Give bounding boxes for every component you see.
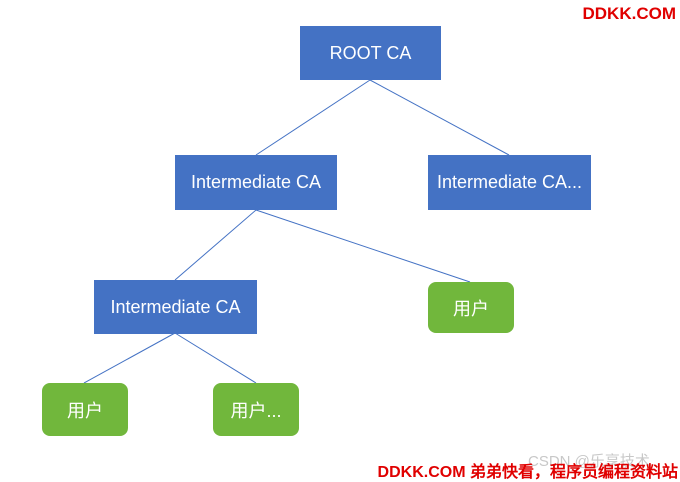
link-intermediate-1-to-intermediate-3 [174,209,257,281]
link-intermediate-3-to-user-3 [174,332,257,384]
site-watermark-bottom: DDKK.COM 弟弟快看，程序员编程资料站 [377,464,678,481]
user-node-bottom-middle: 用户... [213,383,299,436]
csdn-watermark: CSDN @乐享技术 [528,453,650,470]
link-root-to-intermediate-2 [369,79,510,156]
intermediate-ca-node-lower: Intermediate CA [94,280,257,334]
site-watermark-top: DDKK.COM [582,4,677,23]
root-ca-node: ROOT CA [300,26,441,80]
intermediate-ca-node-right: Intermediate CA... [428,155,591,210]
intermediate-ca-node-left: Intermediate CA [175,155,337,210]
link-intermediate-3-to-user-2 [83,332,176,384]
link-root-to-intermediate-1 [255,79,371,156]
link-intermediate-1-to-user-1 [255,209,471,283]
user-node-bottom-left: 用户 [42,383,128,436]
user-node-right: 用户 [428,282,514,333]
